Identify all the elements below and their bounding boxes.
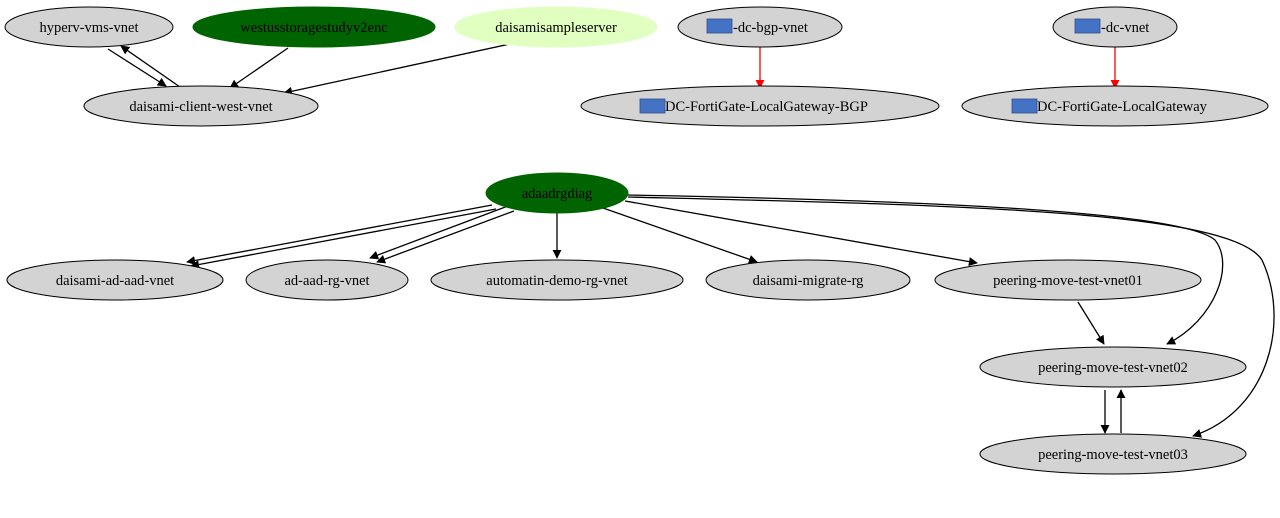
node-shape <box>192 6 436 48</box>
edge-diag-to-vnet02 <box>627 194 1224 345</box>
node-shape <box>677 6 843 48</box>
node-label: automatin-demo-rg-vnet <box>486 273 627 289</box>
edge-diag-to-ad-aad-vnet-b <box>190 208 497 269</box>
flag-icon <box>639 98 666 114</box>
node-label: -dc-bgp-vnet <box>733 20 808 36</box>
node-shape <box>580 85 940 127</box>
node-shape <box>83 85 319 127</box>
node-shape <box>1052 6 1178 48</box>
node-label: westusstoragestudyv2enc <box>240 20 387 36</box>
node-label: hyperv-vms-vnet <box>39 20 138 36</box>
node-shape <box>6 259 224 301</box>
node-peering-move-test-vnet02[interactable]: peering-move-test-vnet02 <box>979 346 1247 388</box>
node-westusstoragestudyv2enc[interactable]: westusstoragestudyv2enc <box>192 6 436 48</box>
node-label: DC-FortiGate-LocalGateway-BGP <box>665 99 868 115</box>
node-daisami-ad-aad-vnet[interactable]: daisami-ad-aad-vnet <box>6 259 224 301</box>
node-label: peering-move-test-vnet03 <box>1038 447 1188 463</box>
node-shape <box>4 6 174 48</box>
node-label: ad-aad-rg-vnet <box>284 273 369 289</box>
edge-diag-to-ad-aad-vnet-a <box>186 204 493 265</box>
edge-sampleserver-to-client-west <box>283 43 511 96</box>
edge-westusstorage-to-client-west <box>229 47 289 89</box>
edges-layer <box>107 43 1275 438</box>
flag-icon <box>706 18 733 34</box>
edge-client-west-to-hyperv <box>120 45 181 88</box>
edge-diag-to-vnet03 <box>627 196 1275 438</box>
node-label: daisami-client-west-vnet <box>129 99 272 115</box>
node-label: DC-FortiGate-LocalGateway <box>1037 99 1208 115</box>
node-ad-aad-rg-vnet[interactable]: ad-aad-rg-vnet <box>245 259 409 301</box>
node-label: peering-move-test-vnet01 <box>993 273 1143 289</box>
node-shape <box>705 259 911 301</box>
edge-diag-to-vnet01 <box>624 200 978 267</box>
flag-icon <box>1011 98 1038 114</box>
node-daisamisampleserver[interactable]: daisamisampleserver <box>454 6 658 48</box>
node-shape <box>485 172 629 214</box>
node-label: adaadrgdiag <box>522 186 593 202</box>
node-shape <box>979 346 1247 388</box>
node-shape <box>245 259 409 301</box>
node-shape <box>454 6 658 48</box>
edge-vnet01-to-vnet02 <box>1077 301 1105 345</box>
node-shape <box>934 259 1202 301</box>
node-dc-fortigate-localgateway-bgp[interactable]: DC-FortiGate-LocalGateway-BGP <box>580 85 940 127</box>
edge-diag-to-migrate <box>602 207 758 264</box>
node-dc-fortigate-localgateway[interactable]: DC-FortiGate-LocalGateway <box>961 85 1269 127</box>
node-label: daisamisampleserver <box>495 20 617 36</box>
node-label: peering-move-test-vnet02 <box>1038 360 1188 376</box>
flag-icon <box>1074 18 1101 34</box>
edge-diag-to-ad-aad-rg-vnet-b <box>376 210 515 264</box>
node-daisami-client-west-vnet[interactable]: daisami-client-west-vnet <box>83 85 319 127</box>
node-shape <box>961 85 1269 127</box>
node-label: daisami-ad-aad-vnet <box>56 273 174 289</box>
node-label: daisami-migrate-rg <box>753 273 864 289</box>
node-peering-move-test-vnet03[interactable]: peering-move-test-vnet03 <box>979 433 1247 475</box>
edge-hyperv-to-client-west <box>107 48 167 87</box>
node-shape <box>979 433 1247 475</box>
node-dc-vnet[interactable]: -dc-vnet <box>1052 6 1178 48</box>
nodes-layer: hyperv-vms-vnet westusstoragestudyv2enc … <box>4 6 1269 475</box>
node-hyperv-vms-vnet[interactable]: hyperv-vms-vnet <box>4 6 174 48</box>
node-label: -dc-vnet <box>1101 20 1149 36</box>
node-peering-move-test-vnet01[interactable]: peering-move-test-vnet01 <box>934 259 1202 301</box>
node-adaadrgdiag[interactable]: adaadrgdiag <box>485 172 629 214</box>
edge-diag-to-ad-aad-rg-vnet-a <box>369 205 509 260</box>
node-daisami-migrate-rg[interactable]: daisami-migrate-rg <box>705 259 911 301</box>
node-shape <box>430 259 684 301</box>
node-dc-bgp-vnet[interactable]: -dc-bgp-vnet <box>677 6 843 48</box>
node-automatin-demo-rg-vnet[interactable]: automatin-demo-rg-vnet <box>430 259 684 301</box>
